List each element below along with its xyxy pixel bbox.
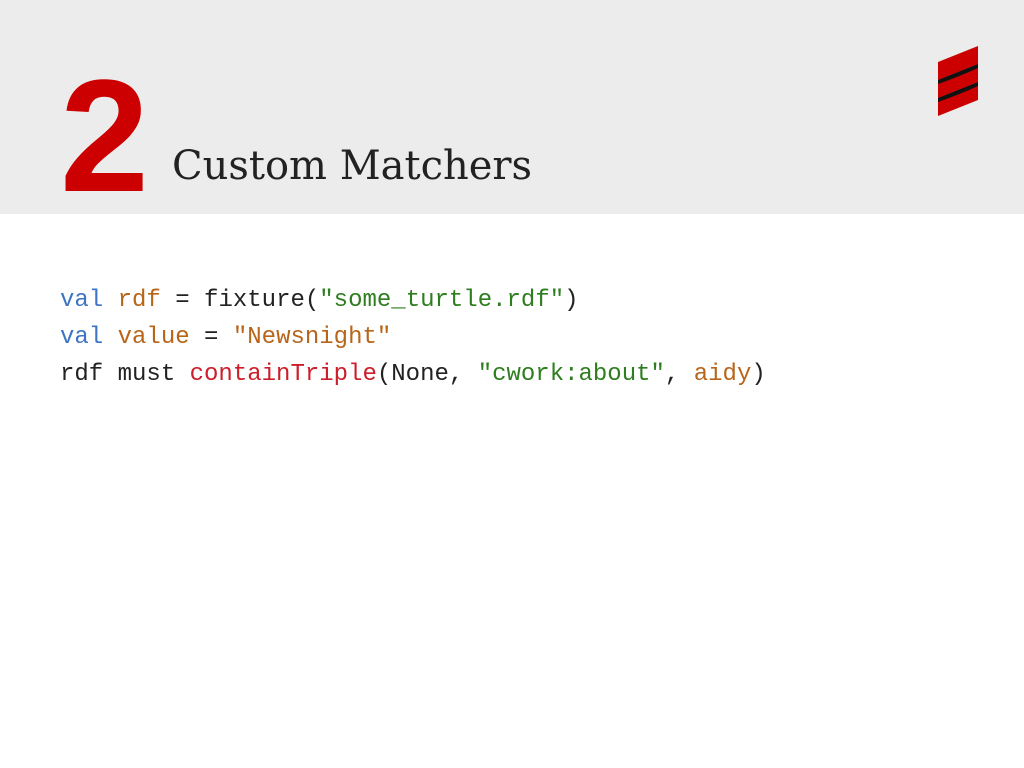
code-token-identifier: "Newsnight"	[232, 324, 392, 351]
code-line: val rdf = fixture("some_turtle.rdf")	[60, 282, 766, 319]
code-token-plain: )	[751, 361, 766, 388]
code-token-plain: = fixture(	[160, 287, 320, 314]
code-token-plain: rdf must	[60, 361, 190, 388]
scala-logo-shadow-1	[938, 64, 978, 84]
code-token-plain: (None,	[376, 361, 478, 388]
code-token-plain: =	[189, 324, 233, 351]
slide-number: 2	[60, 46, 149, 225]
code-block: val rdf = fixture("some_turtle.rdf")val …	[60, 282, 766, 393]
code-token-identifier: rdf	[117, 287, 161, 314]
code-token-string: "cwork:about"	[477, 361, 665, 388]
slide-header: 2 Custom Matchers	[0, 0, 1024, 225]
code-token-plain: ,	[664, 361, 694, 388]
code-token-method: containTriple	[189, 361, 377, 388]
slide-title: Custom Matchers	[172, 143, 533, 189]
code-line: rdf must containTriple(None, "cwork:abou…	[60, 356, 766, 393]
code-token-plain	[103, 324, 117, 351]
scala-logo-icon	[938, 46, 978, 116]
scala-logo-stripe-middle	[938, 64, 978, 98]
code-token-identifier: aidy	[693, 361, 752, 388]
code-token-keyword: val	[60, 324, 104, 351]
scala-logo-stripe-bottom	[938, 82, 978, 116]
code-token-keyword: val	[60, 287, 104, 314]
code-line: val value = "Newsnight"	[60, 319, 766, 356]
scala-logo-stripe-top	[938, 46, 978, 80]
code-token-plain: )	[564, 287, 579, 314]
scala-logo-shadow-2	[938, 82, 978, 102]
code-token-plain	[103, 287, 117, 314]
code-token-string: "some_turtle.rdf"	[319, 287, 565, 314]
code-token-identifier: value	[117, 324, 190, 351]
